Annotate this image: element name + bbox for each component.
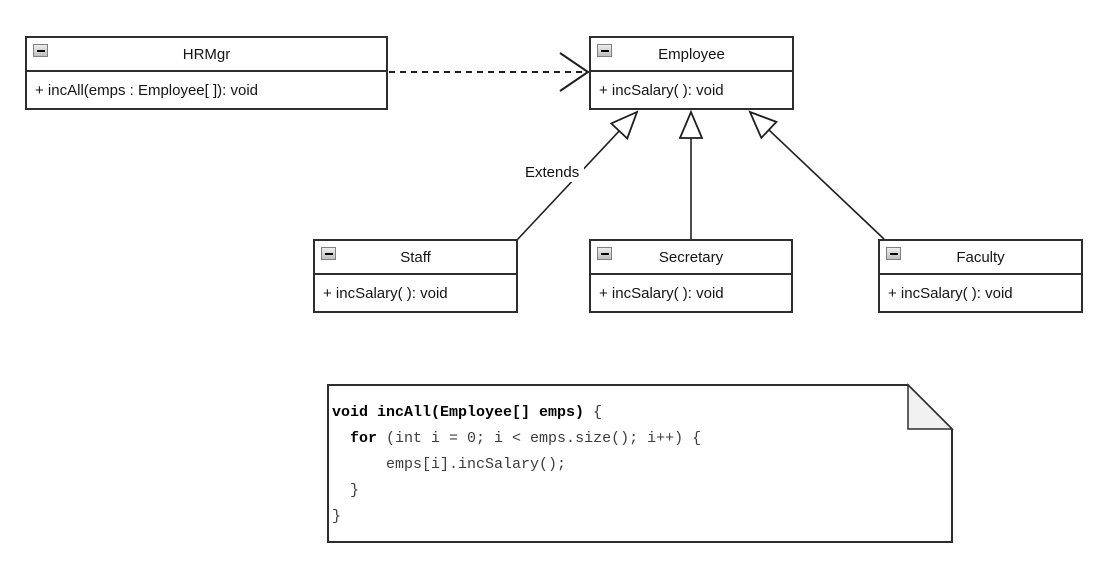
class-employee-header: Employee bbox=[591, 38, 792, 72]
class-secretary-methods: + incSalary( ): void bbox=[591, 275, 791, 311]
class-faculty[interactable]: Faculty + incSalary( ): void bbox=[878, 239, 1083, 313]
class-hrmgr-header: HRMgr bbox=[27, 38, 386, 72]
collapse-icon[interactable] bbox=[886, 247, 901, 260]
note-fold-corner bbox=[907, 383, 954, 430]
class-secretary[interactable]: Secretary + incSalary( ): void bbox=[589, 239, 793, 313]
extends-edge-label: Extends bbox=[520, 163, 585, 182]
class-title: Secretary bbox=[658, 248, 724, 266]
class-title: Staff bbox=[400, 248, 431, 266]
code-line: } bbox=[332, 508, 342, 525]
class-faculty-header: Faculty bbox=[880, 241, 1081, 275]
class-staff-header: Staff bbox=[315, 241, 516, 275]
class-staff-methods: + incSalary( ): void bbox=[315, 275, 516, 311]
minus-glyph bbox=[889, 252, 898, 255]
code-note-text: void incAll(Employee[] emps) { for (int … bbox=[332, 400, 701, 530]
generalization-connector-faculty-employee bbox=[750, 112, 885, 240]
class-title: Faculty bbox=[956, 248, 1005, 266]
class-staff[interactable]: Staff + incSalary( ): void bbox=[313, 239, 518, 313]
code-line: } bbox=[332, 482, 360, 499]
collapse-icon[interactable] bbox=[597, 247, 612, 260]
minus-glyph bbox=[36, 49, 45, 52]
class-employee[interactable]: Employee + incSalary( ): void bbox=[589, 36, 794, 110]
collapse-icon[interactable] bbox=[597, 44, 612, 57]
class-secretary-header: Secretary bbox=[591, 241, 791, 275]
class-employee-methods: + incSalary( ): void bbox=[591, 72, 792, 108]
method-label: + incSalary( ): void bbox=[323, 284, 448, 302]
code-line: emps[i].incSalary(); bbox=[332, 456, 567, 473]
class-title: Employee bbox=[658, 45, 725, 63]
method-label: + incSalary( ): void bbox=[599, 81, 724, 99]
code-note-shape[interactable] bbox=[327, 384, 953, 543]
class-hrmgr[interactable]: HRMgr + incAll(emps : Employee[ ]): void bbox=[25, 36, 388, 110]
collapse-icon[interactable] bbox=[321, 247, 336, 260]
minus-glyph bbox=[324, 252, 333, 255]
method-label: + incAll(emps : Employee[ ]): void bbox=[35, 81, 259, 99]
collapse-icon[interactable] bbox=[33, 44, 48, 57]
code-line: void incAll(Employee[] emps) { bbox=[332, 404, 603, 421]
class-faculty-methods: + incSalary( ): void bbox=[880, 275, 1081, 311]
minus-glyph bbox=[600, 252, 609, 255]
class-hrmgr-methods: + incAll(emps : Employee[ ]): void bbox=[27, 72, 386, 108]
code-line: for (int i = 0; i < emps.size(); i++) { bbox=[350, 430, 702, 447]
class-title: HRMgr bbox=[182, 45, 231, 63]
minus-glyph bbox=[600, 49, 609, 52]
method-label: + incSalary( ): void bbox=[888, 284, 1013, 302]
method-label: + incSalary( ): void bbox=[599, 284, 724, 302]
